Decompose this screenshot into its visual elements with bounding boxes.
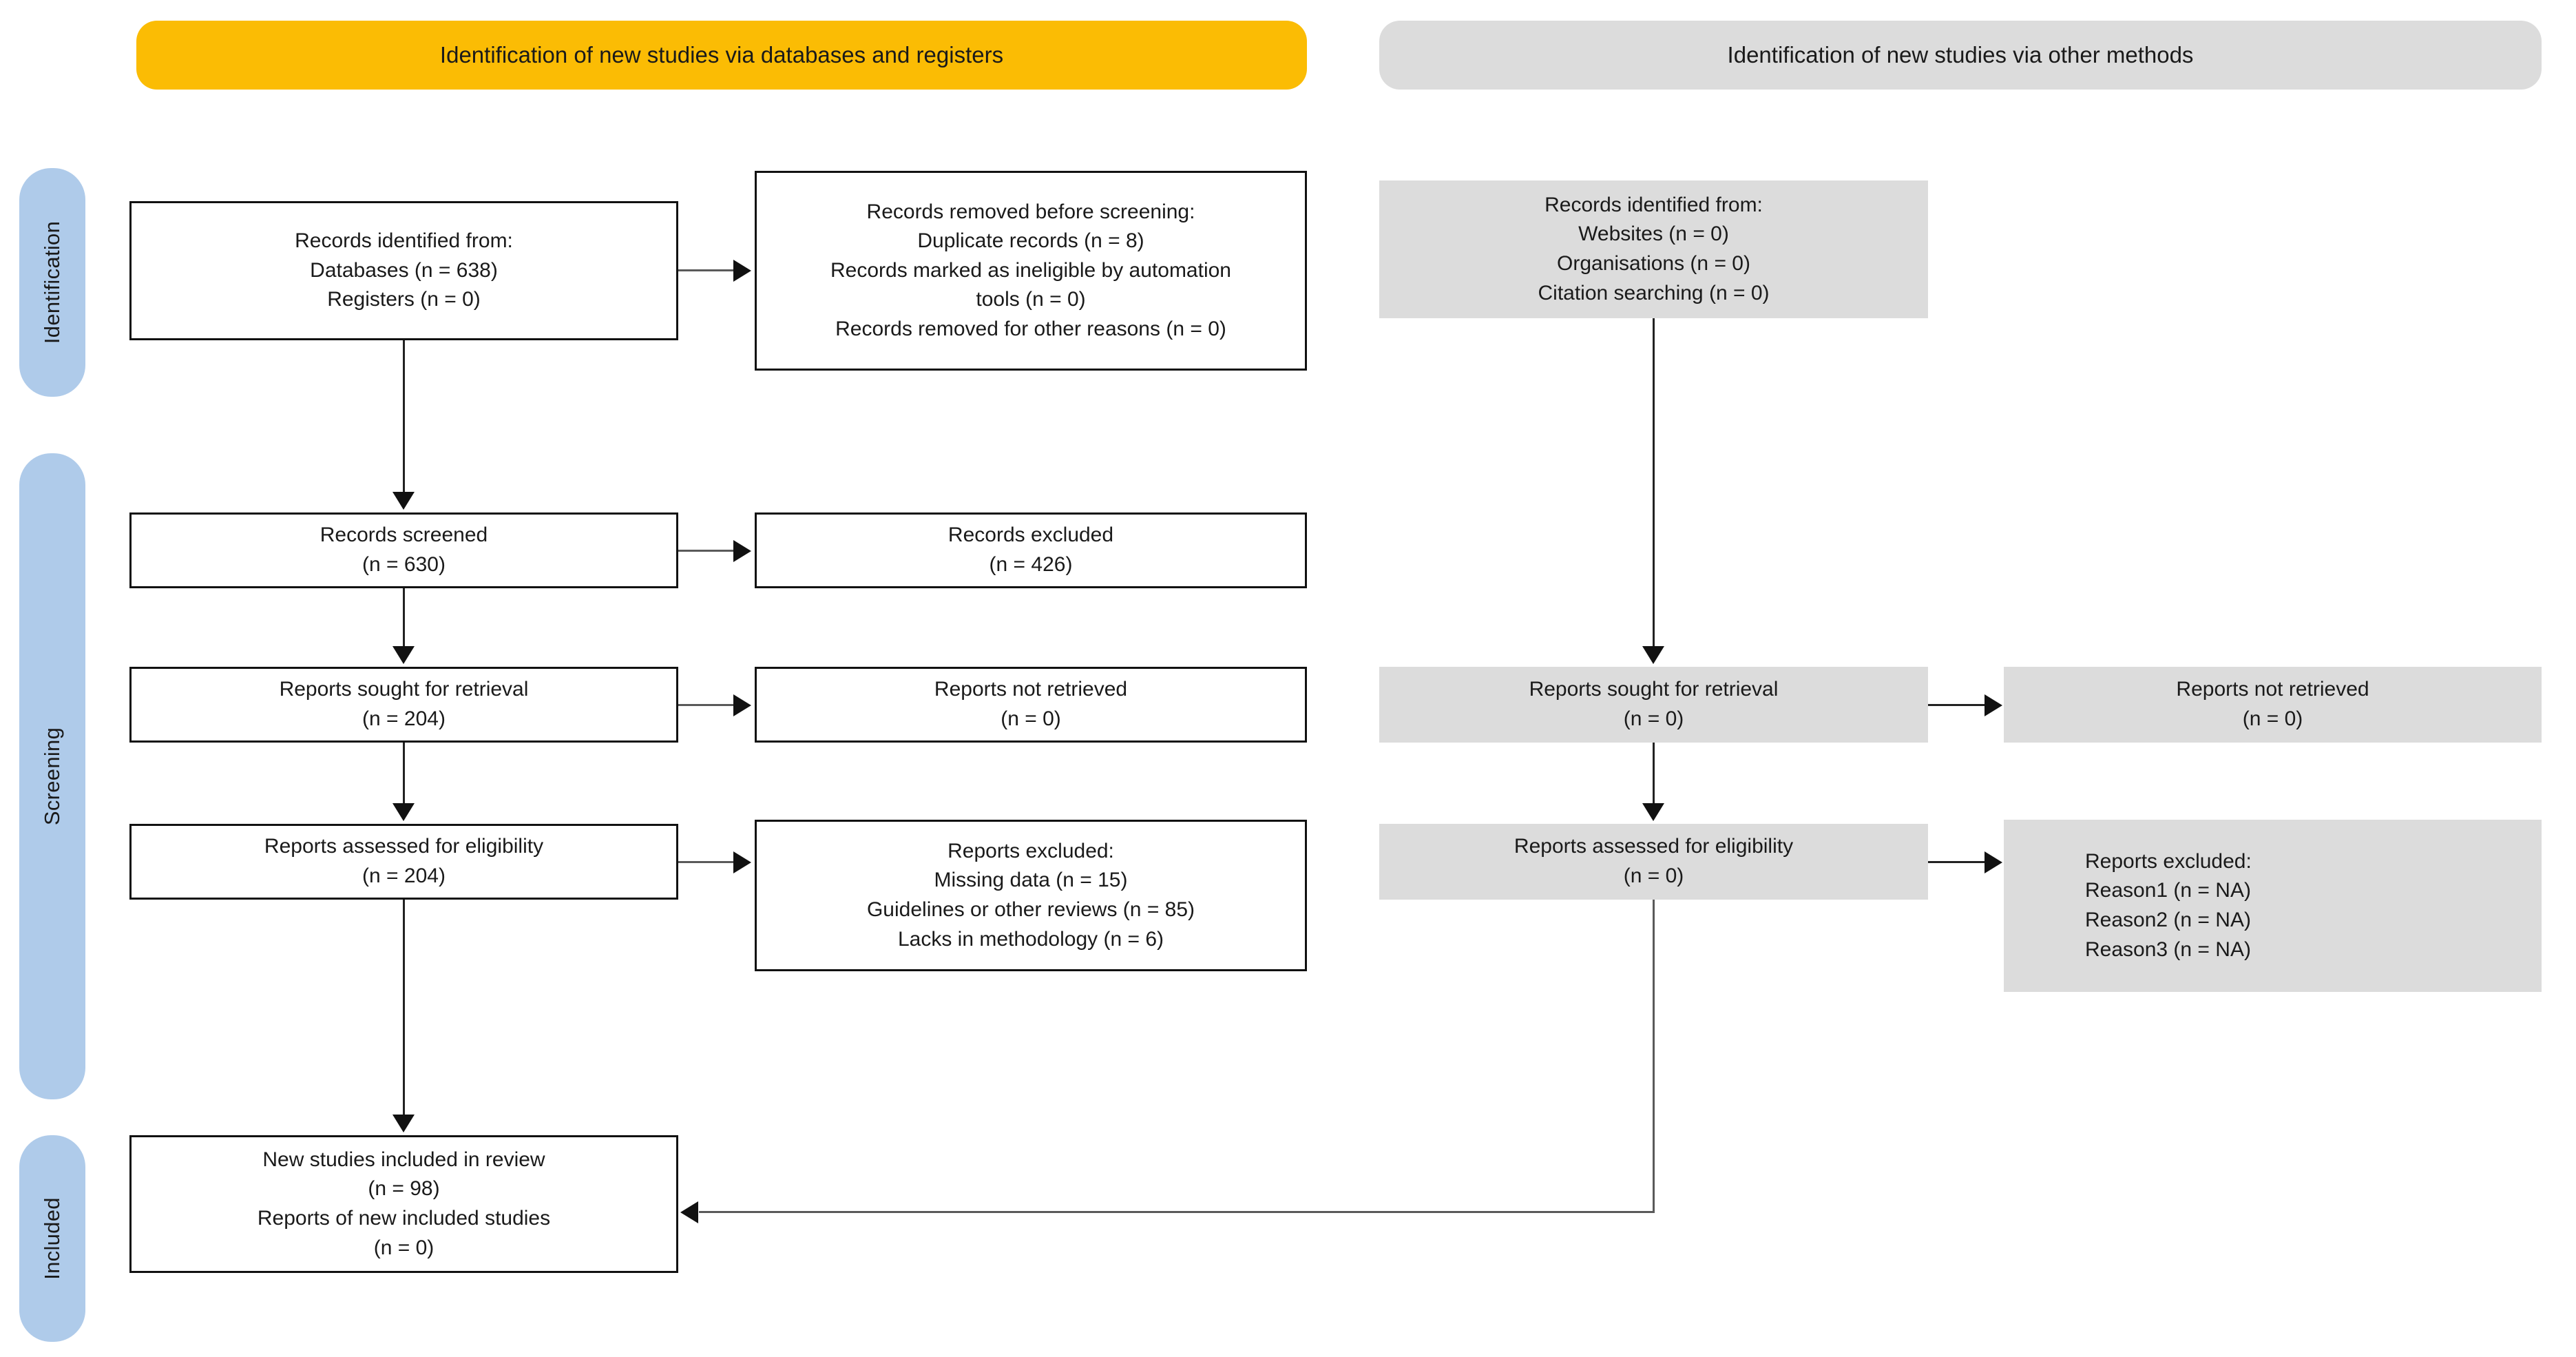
connector-screened-to-excluded	[678, 550, 735, 552]
box-line: Reports assessed for eligibility	[264, 835, 544, 858]
stage-label-identification: Identification	[40, 220, 65, 344]
box-line: Duplicate records (n = 8)	[917, 229, 1144, 253]
box-line: (n = 0)	[2242, 707, 2303, 730]
banner-databases-registers: Identification of new studies via databa…	[136, 21, 1307, 90]
stage-label-included: Included	[40, 1197, 65, 1280]
box-reports-sought-databases: Reports sought for retrieval (n = 204)	[129, 667, 678, 743]
box-line: Organisations (n = 0)	[1557, 252, 1750, 275]
box-line: Reports sought for retrieval	[1529, 678, 1779, 701]
box-line: Websites (n = 0)	[1578, 222, 1729, 246]
stage-pill-included: Included	[19, 1135, 85, 1342]
arrowhead-identified-to-removed	[733, 260, 751, 282]
arrowhead-sought-other-to-notretrieved-other	[1985, 694, 2002, 716]
box-reports-assessed-databases: Reports assessed for eligibility (n = 20…	[129, 824, 678, 900]
connector-identified-to-screened	[403, 340, 405, 493]
box-line: Records removed for other reasons (n = 0…	[835, 317, 1226, 340]
box-line: Reports excluded:	[947, 839, 1114, 862]
connector-screened-to-sought	[403, 588, 405, 648]
connector-sought-other-to-notretrieved-other	[1928, 704, 1986, 706]
box-line: (n = 0)	[1623, 707, 1684, 730]
stage-pill-screening: Screening	[19, 453, 85, 1099]
box-records-screened: Records screened (n = 630)	[129, 512, 678, 588]
box-records-removed-before-screening: Records removed before screening: Duplic…	[755, 171, 1307, 371]
box-records-excluded: Records excluded (n = 426)	[755, 512, 1307, 588]
connector-assessed-other-to-repexcluded-other	[1928, 861, 1986, 863]
box-line: Missing data (n = 15)	[934, 869, 1128, 892]
box-reports-excluded-databases: Reports excluded: Missing data (n = 15) …	[755, 820, 1307, 971]
arrowhead-screened-to-excluded	[733, 540, 751, 562]
box-line: Records screened	[320, 524, 488, 547]
box-line: Reason1 (n = NA)	[2085, 879, 2251, 902]
box-records-identified-databases: Records identified from: Databases (n = …	[129, 201, 678, 340]
arrowhead-identified-other-to-sought-other	[1642, 646, 1664, 664]
box-line: Records identified from:	[295, 229, 513, 253]
box-line: tools (n = 0)	[976, 288, 1086, 311]
arrowhead-assessed-other-to-repexcluded-other	[1985, 851, 2002, 873]
arrowhead-screened-to-sought	[392, 646, 415, 664]
stage-pill-identification: Identification	[19, 168, 85, 397]
arrowhead-sought-to-notretrieved	[733, 694, 751, 716]
box-reports-not-retrieved-other: Reports not retrieved (n = 0)	[2004, 667, 2542, 743]
box-line: Databases (n = 638)	[310, 258, 498, 282]
box-line: Records identified from:	[1544, 193, 1763, 216]
box-line: New studies included in review	[262, 1148, 545, 1171]
box-reports-sought-other: Reports sought for retrieval (n = 0)	[1379, 667, 1928, 743]
banner-other-label: Identification of new studies via other …	[1727, 42, 2194, 68]
box-line: Reports assessed for eligibility	[1514, 835, 1794, 858]
banner-databases-label: Identification of new studies via databa…	[439, 42, 1004, 68]
connector-identified-other-to-sought-other	[1653, 318, 1655, 648]
box-line: Records marked as ineligible by automati…	[830, 258, 1231, 282]
arrowhead-assessed-to-included	[392, 1115, 415, 1132]
box-line: Reports of new included studies	[257, 1207, 551, 1230]
arrowhead-identified-to-screened	[392, 492, 415, 510]
box-line: Reports sought for retrieval	[279, 678, 529, 701]
box-line: Reports not retrieved	[934, 678, 1128, 701]
box-line: (n = 630)	[362, 553, 446, 576]
box-line: (n = 204)	[362, 864, 446, 887]
box-line: (n = 204)	[362, 707, 446, 730]
connector-assessed-to-included	[403, 900, 405, 1116]
box-line: Reports not retrieved	[2176, 678, 2369, 701]
connector-sought-to-assessed	[403, 743, 405, 805]
box-line: Guidelines or other reviews (n = 85)	[866, 898, 1195, 921]
banner-other-methods: Identification of new studies via other …	[1379, 21, 2542, 90]
box-line: Citation searching (n = 0)	[1538, 281, 1770, 304]
box-new-studies-included: New studies included in review (n = 98) …	[129, 1135, 678, 1273]
box-records-identified-other: Records identified from: Websites (n = 0…	[1379, 180, 1928, 318]
connector-assessed-to-repexcluded	[678, 861, 735, 863]
box-line: Lacks in methodology (n = 6)	[897, 927, 1164, 951]
box-line: Records removed before screening:	[866, 200, 1195, 223]
box-line: (n = 426)	[989, 553, 1073, 576]
box-line: Reason3 (n = NA)	[2085, 938, 2251, 961]
connector-other-to-included-vertical	[1653, 900, 1655, 1213]
box-line: (n = 0)	[1001, 707, 1061, 730]
connector-sought-to-notretrieved	[678, 704, 735, 706]
box-reports-assessed-other: Reports assessed for eligibility (n = 0)	[1379, 824, 1928, 900]
box-line: (n = 0)	[373, 1236, 434, 1259]
box-line: Reason2 (n = NA)	[2085, 909, 2251, 931]
arrowhead-sought-to-assessed	[392, 803, 415, 821]
arrowhead-assessed-to-repexcluded	[733, 851, 751, 873]
stage-label-screening: Screening	[40, 727, 65, 826]
box-line: Reports excluded:	[2085, 849, 2252, 873]
box-line: Records excluded	[947, 524, 1114, 547]
box-line: Registers (n = 0)	[327, 288, 481, 311]
box-reports-excluded-other: Reports excluded: Reason1 (n = NA) Reaso…	[2004, 820, 2542, 992]
box-line: (n = 0)	[1623, 864, 1684, 887]
connector-identified-to-removed	[678, 269, 735, 271]
connector-other-to-included-horizontal	[699, 1211, 1655, 1213]
box-line: (n = 98)	[368, 1177, 440, 1201]
arrowhead-other-to-included	[680, 1201, 698, 1223]
arrowhead-sought-other-to-assessed-other	[1642, 803, 1664, 821]
connector-sought-other-to-assessed-other	[1653, 743, 1655, 805]
box-reports-not-retrieved-databases: Reports not retrieved (n = 0)	[755, 667, 1307, 743]
